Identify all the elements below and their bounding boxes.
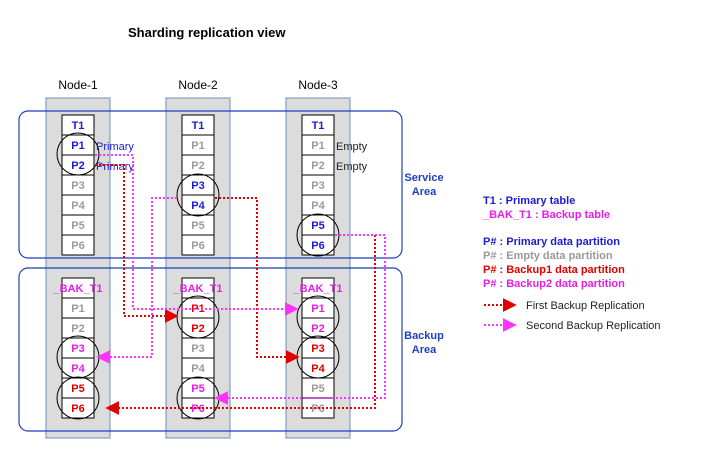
cell-label-node1-backup-0: _BAK_T1 xyxy=(53,283,103,295)
circle-node1-backup1 xyxy=(56,376,100,420)
cell-label-node1-backup-1: P1 xyxy=(71,303,84,315)
cell-label-node2-service-5: P5 xyxy=(191,220,204,232)
cell-label-node1-service-1: P1 xyxy=(71,140,84,152)
diagram-title: Sharding replication view xyxy=(128,25,286,40)
partition-cells: T1P1P2P3P4P5P6_BAK_T1P1P2P3P4P5P6T1P1P2P… xyxy=(53,114,343,419)
cell-label-node3-backup-2: P2 xyxy=(311,323,324,335)
legend-bak: _BAK_T1 : Backup table xyxy=(482,209,610,221)
arrow-second-node3-to-node2 xyxy=(214,234,386,405)
cell-label-node1-backup-6: P6 xyxy=(71,403,84,415)
legend-empty: P# : Empty data partition xyxy=(483,250,613,262)
cell-label-node3-backup-1: P1 xyxy=(311,303,324,315)
cell-label-node3-service-0: T1 xyxy=(312,120,325,132)
cell-label-node2-service-1: P1 xyxy=(191,140,204,152)
cell-label-node3-backup-0: _BAK_T1 xyxy=(293,283,343,295)
cell-label-node1-service-5: P5 xyxy=(71,220,84,232)
second-backup-replication-arrows xyxy=(95,154,386,405)
annotation-empty-2: Empty xyxy=(336,161,368,173)
service-area-label-1: Service xyxy=(404,172,443,184)
cell-label-node1-service-2: P2 xyxy=(71,160,84,172)
backup-area-label-1: Backup xyxy=(404,330,444,342)
cell-label-node2-backup-4: P4 xyxy=(191,363,205,375)
cell-label-node2-backup-2: P2 xyxy=(191,323,204,335)
cell-label-node3-service-5: P5 xyxy=(311,220,324,232)
cell-label-node1-service-4: P4 xyxy=(71,200,85,212)
cell-node3-service-6 xyxy=(301,234,335,256)
legend-primary: P# : Primary data partition xyxy=(483,236,620,248)
annotation-empty-1: Empty xyxy=(336,141,368,153)
cell-node1-backup-6 xyxy=(61,397,95,419)
legend: T1 : Primary table _BAK_T1 : Backup tabl… xyxy=(482,195,661,332)
arrow-first-node2-to-node3 xyxy=(215,197,300,364)
cell-label-node2-service-0: T1 xyxy=(192,120,205,132)
legend-second-label: Second Backup Replication xyxy=(526,320,661,332)
circle-node3-backup2 xyxy=(296,295,340,339)
node-1-label: Node-1 xyxy=(58,78,98,92)
cell-label-node1-service-0: T1 xyxy=(72,120,85,132)
cell-label-node2-service-4: P4 xyxy=(191,200,205,212)
legend-t1: T1 : Primary table xyxy=(483,195,575,207)
cell-label-node1-service-6: P6 xyxy=(71,240,84,252)
circle-node2-primary xyxy=(176,173,220,217)
node-2-label: Node-2 xyxy=(178,78,218,92)
legend-backup2: P# : Backup2 data partition xyxy=(483,278,625,290)
cell-label-node1-backup-2: P2 xyxy=(71,323,84,335)
backup-area-label-2: Area xyxy=(412,344,437,356)
arrow-second-node1-to-node3 xyxy=(95,154,299,316)
node-3-label: Node-3 xyxy=(298,78,338,92)
arrow-second-node2-to-node1 xyxy=(96,197,177,364)
cell-node1-service-6 xyxy=(61,234,95,256)
cell-label-node3-service-3: P3 xyxy=(311,180,324,192)
cell-label-node3-backup-3: P3 xyxy=(311,343,324,355)
cell-label-node1-backup-3: P3 xyxy=(71,343,84,355)
cell-label-node3-backup-5: P5 xyxy=(311,383,324,395)
service-area-box xyxy=(18,110,403,259)
legend-backup1: P# : Backup1 data partition xyxy=(483,264,625,276)
cell-label-node3-service-4: P4 xyxy=(311,200,325,212)
cell-label-node1-backup-4: P4 xyxy=(71,363,85,375)
annotation-primary-1: Primary xyxy=(96,141,134,153)
cell-label-node1-service-3: P3 xyxy=(71,180,84,192)
cell-label-node3-backup-4: P4 xyxy=(311,363,325,375)
arrow-first-node1-to-node2 xyxy=(95,164,179,323)
cell-label-node3-service-6: P6 xyxy=(311,240,324,252)
service-area-label-2: Area xyxy=(412,186,437,198)
cell-node2-service-6 xyxy=(181,234,215,256)
cell-label-node2-backup-5: P5 xyxy=(191,383,204,395)
cell-label-node2-service-2: P2 xyxy=(191,160,204,172)
annotation-primary-2: Primary xyxy=(96,161,134,173)
cell-label-node1-backup-5: P5 xyxy=(71,383,84,395)
cell-label-node2-service-3: P3 xyxy=(191,180,204,192)
cell-label-node2-service-6: P6 xyxy=(191,240,204,252)
backup-area-box xyxy=(18,267,403,432)
cell-label-node2-backup-3: P3 xyxy=(191,343,204,355)
legend-first-label: First Backup Replication xyxy=(526,300,645,312)
cell-label-node2-backup-0: _BAK_T1 xyxy=(173,283,223,295)
cell-label-node3-service-1: P1 xyxy=(311,140,324,152)
cell-label-node3-service-2: P2 xyxy=(311,160,324,172)
